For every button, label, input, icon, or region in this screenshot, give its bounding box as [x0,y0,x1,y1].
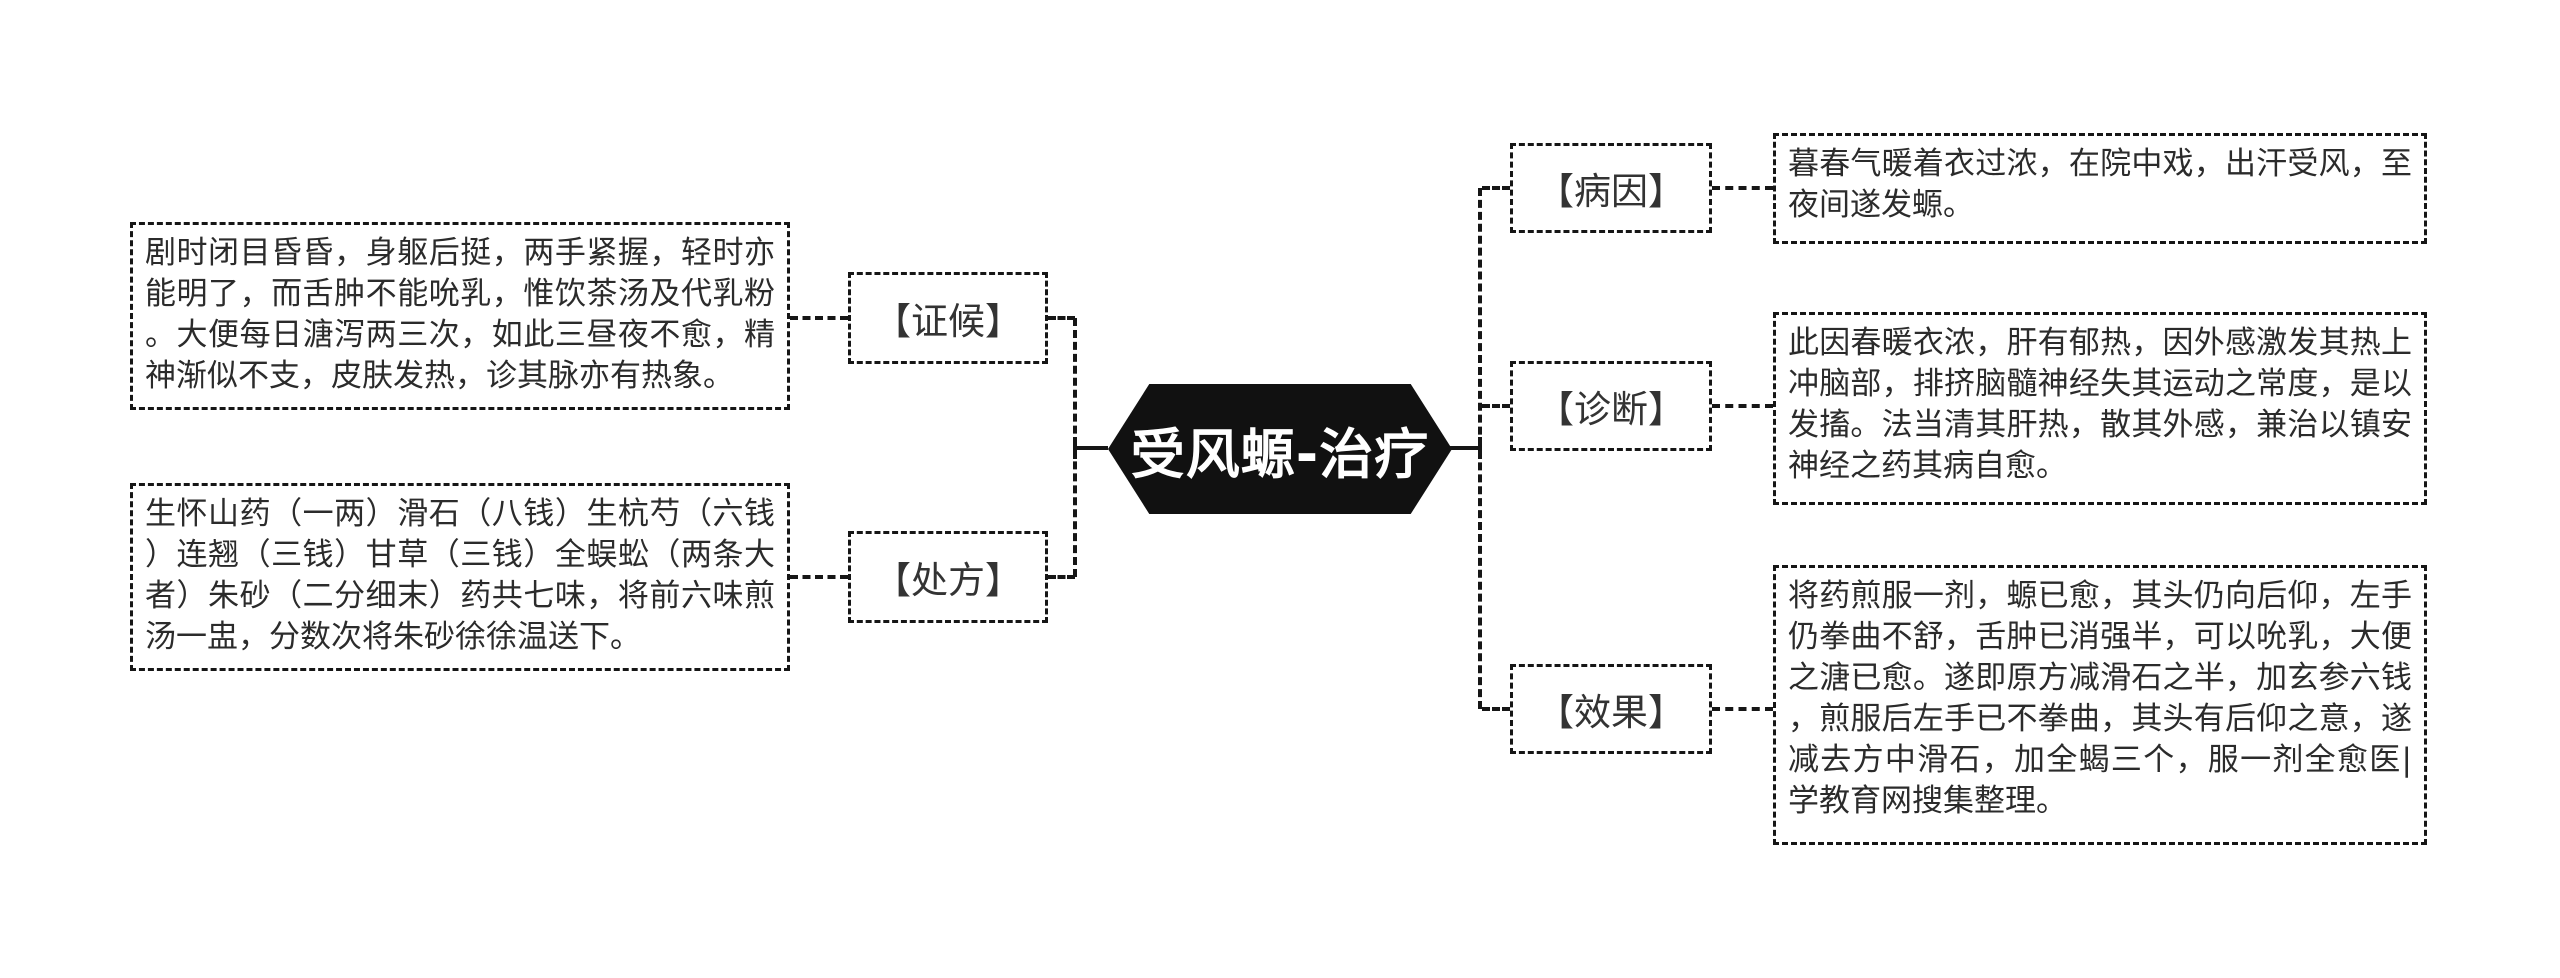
connector-symptoms-content-to-label [790,316,848,320]
connector-cause-stub [1482,186,1510,190]
connector-diagnosis-label-to-content [1712,404,1773,408]
connector-prescription-label-stub [1048,575,1075,579]
connector-root-left-tick [1073,437,1077,459]
root-node-title: 受风螈-治疗 [1130,422,1430,486]
effect-content-box[interactable]: 将药煎服一剂，螈已愈，其头仍向后仰，左手仍拳曲不舒，舌肿已消强半，可以吮乳，大便… [1773,565,2427,845]
connector-diagnosis-stub [1482,404,1510,408]
connector-symptoms-label-stub [1048,316,1075,320]
prescription-content-box[interactable]: 生怀山药（一两）滑石（八钱）生杭芍（六钱）连翘（三钱）甘草（三钱）全蜈蚣（两条大… [130,483,790,671]
cause-content-box[interactable]: 暮春气暖着衣过浓，在院中戏，出汗受风，至夜间遂发螈。 [1773,133,2427,244]
connector-prescription-content-to-label [790,575,848,579]
root-node[interactable]: 受风螈-治疗 [1108,384,1452,514]
effect-label-node[interactable]: 【效果】 [1510,664,1712,754]
connector-cause-label-to-content [1712,186,1773,190]
connector-root-right [1450,446,1482,450]
connector-root-left [1075,446,1108,450]
diagnosis-content-box[interactable]: 此因春暖衣浓，肝有郁热，因外感激发其热上冲脑部，排挤脑髓神经失其运动之常度，是以… [1773,312,2427,505]
symptoms-label-node[interactable]: 【证候】 [848,272,1048,364]
connector-right-trunk [1478,188,1482,709]
prescription-label-node[interactable]: 【处方】 [848,531,1048,623]
diagnosis-label-node[interactable]: 【诊断】 [1510,361,1712,451]
cause-label-node[interactable]: 【病因】 [1510,143,1712,233]
symptoms-content-box[interactable]: 剧时闭目昏昏，身躯后挺，两手紧握，轻时亦能明了，而舌肿不能吮乳，惟饮茶汤及代乳粉… [130,222,790,410]
connector-effect-stub [1482,707,1510,711]
connector-effect-label-to-content [1712,707,1773,711]
